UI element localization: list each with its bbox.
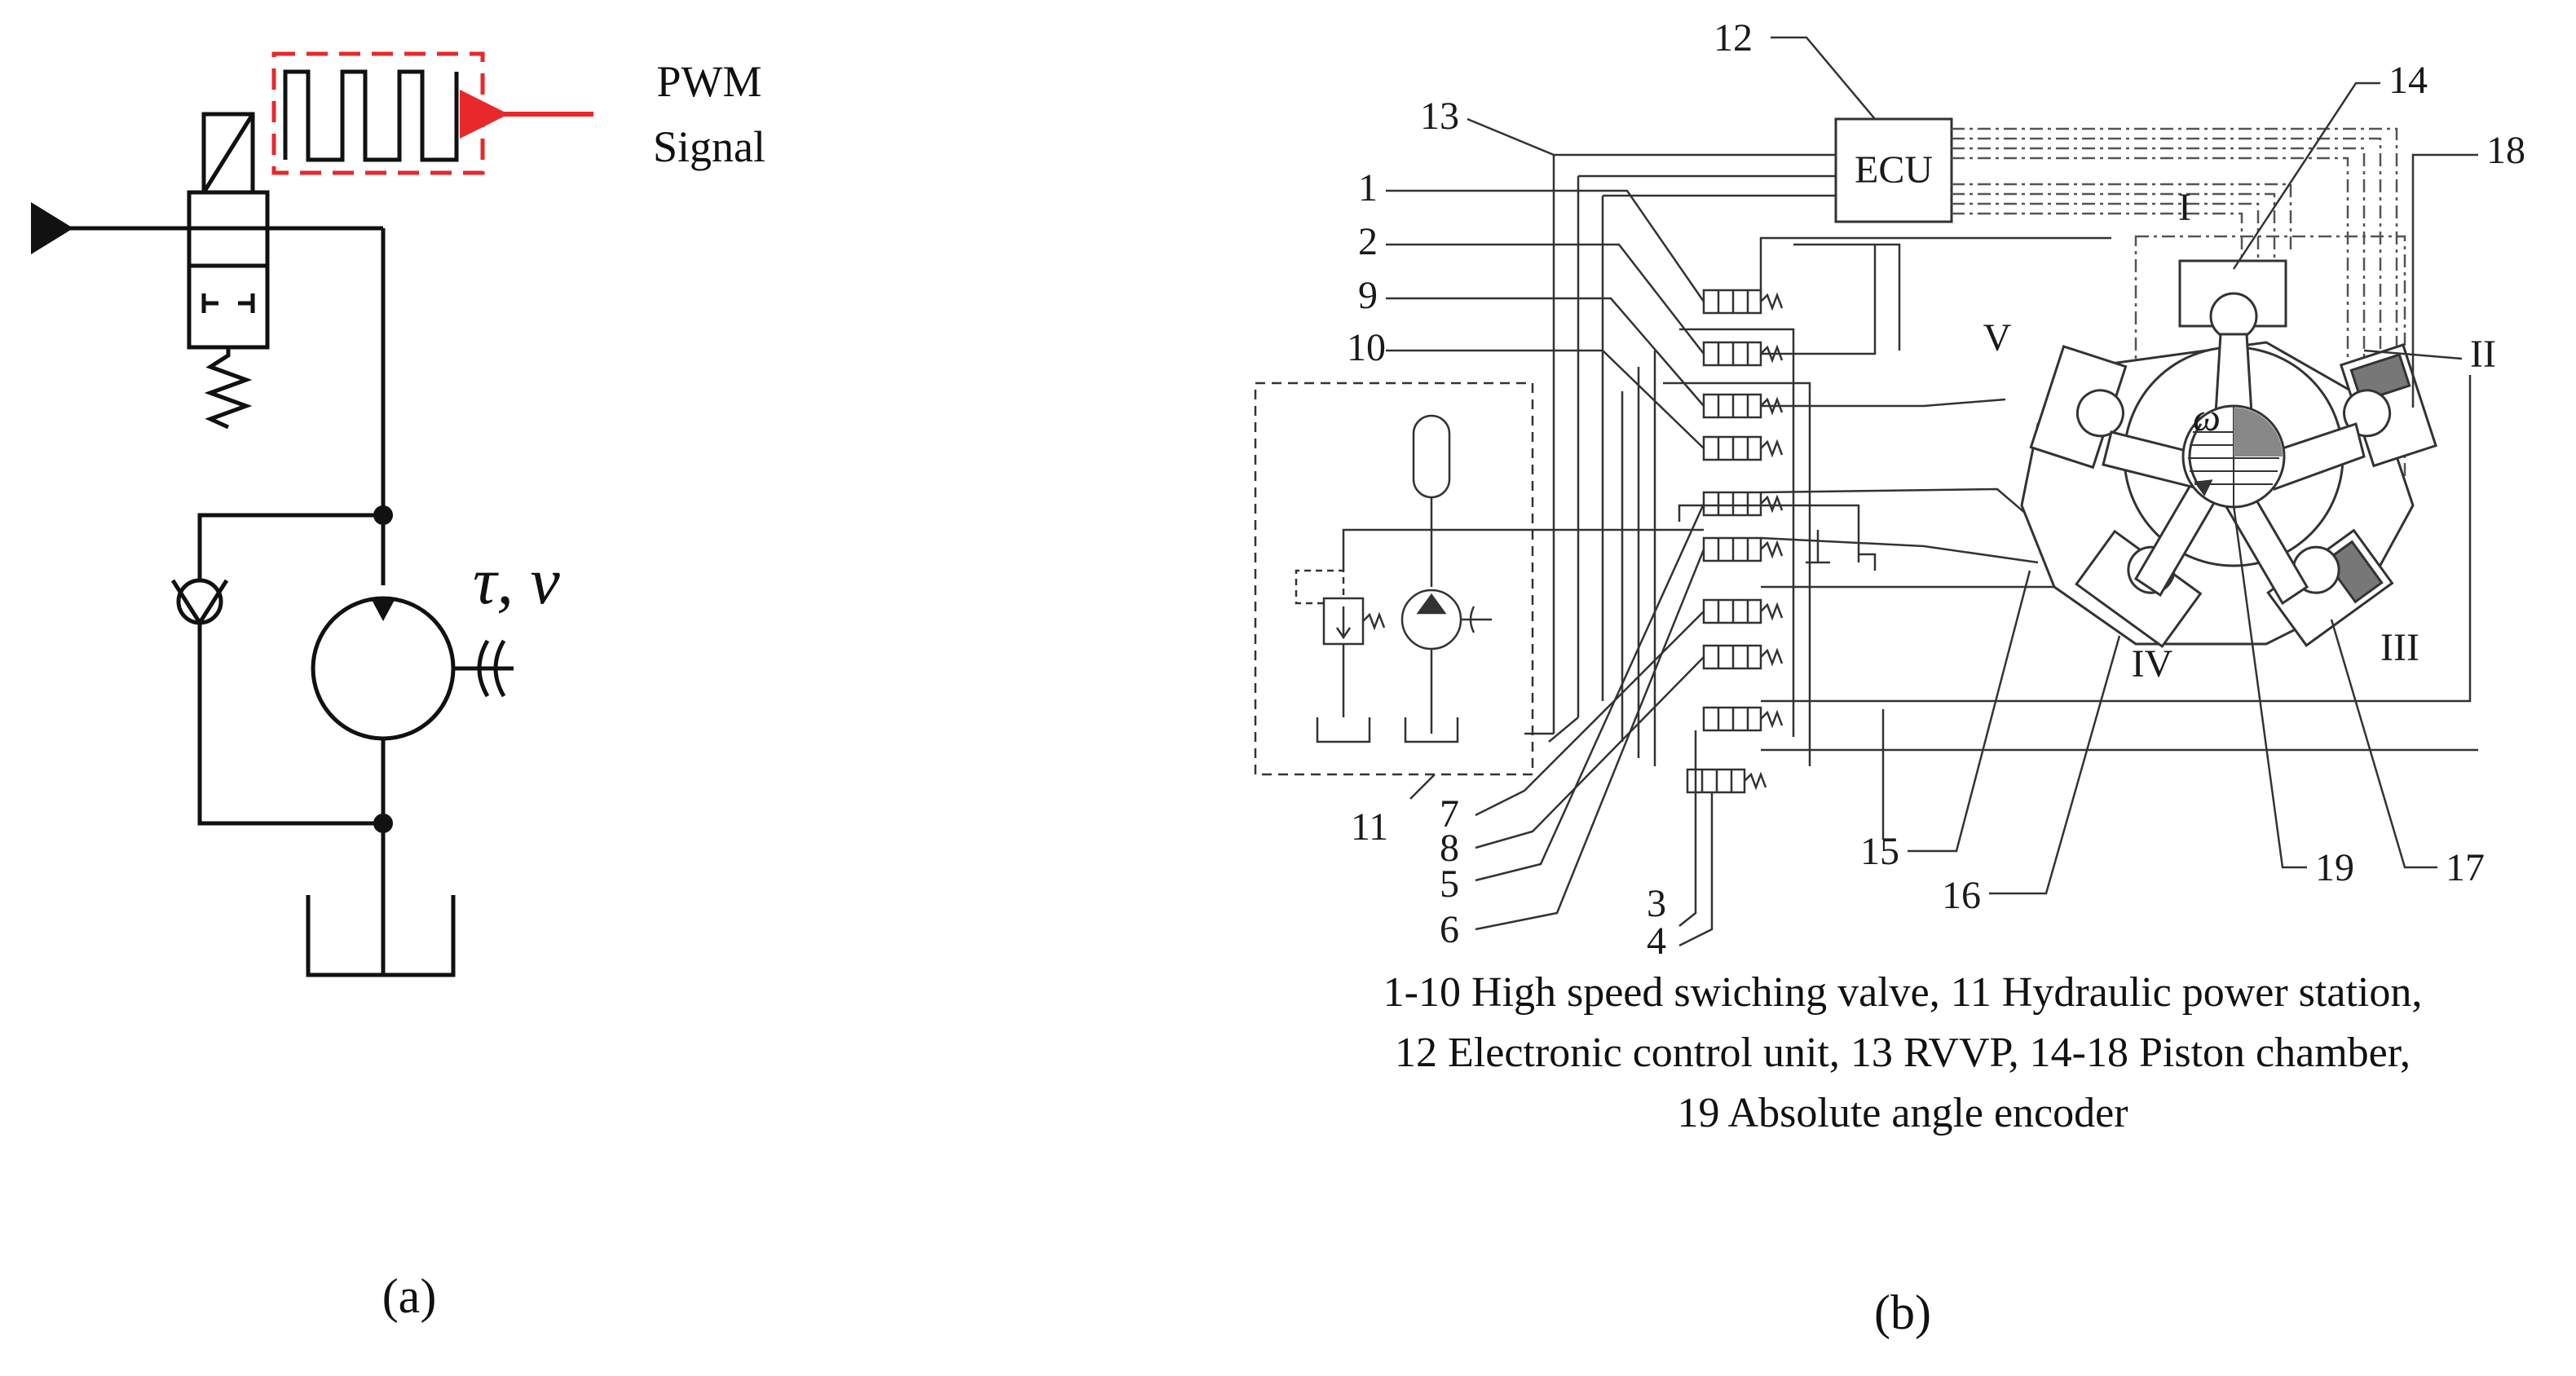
label-11: 11 (1351, 805, 1388, 849)
motor-direction-triangle-icon (372, 600, 395, 621)
label-9: 9 (1358, 274, 1378, 317)
valve-lower-position (187, 263, 270, 350)
valve-blocked-ports (201, 293, 255, 313)
label-omega: ω (2193, 396, 2221, 439)
panel-a (31, 51, 593, 977)
rotation-arrow-head-icon (2194, 479, 2213, 496)
valve-stack (1686, 289, 1784, 794)
label-17: 17 (2446, 846, 2485, 889)
bypass-loop (197, 513, 383, 826)
caption-a: (a) (382, 1269, 437, 1323)
label-14: 14 (2389, 59, 2428, 102)
label-4: 4 (1647, 920, 1666, 963)
legend-line-3: 19 Absolute angle encoder (1677, 1090, 2128, 1136)
connecting-rods (2102, 333, 2366, 606)
motor-tau-v-label: τ, v (473, 544, 560, 618)
valve-spring (204, 347, 253, 430)
hs-valve-4 (1686, 768, 1767, 794)
label-2: 2 (1358, 220, 1378, 263)
label-18: 18 (2486, 129, 2525, 172)
label-roman-I: I (2178, 186, 2191, 229)
ecu-box (1834, 117, 1953, 223)
label-15: 15 (1860, 830, 1899, 873)
hs-valve-9 (1702, 393, 1784, 419)
hs-valve-6 (1702, 536, 1784, 562)
label-13: 13 (1420, 95, 1459, 138)
caption-b: (b) (1874, 1286, 1931, 1339)
hs-valve-5 (1702, 491, 1784, 517)
label-12: 12 (1714, 16, 1753, 60)
piston-chamber-I (2178, 259, 2287, 341)
leader-lines (1386, 36, 2478, 947)
hs-valve-8 (1702, 644, 1784, 670)
panel-b (1254, 36, 2478, 947)
power-station-box (1254, 381, 1534, 776)
power-station-content (1295, 414, 1830, 743)
radial-piston-pump (2020, 259, 2437, 649)
motor-rotation-arc (477, 639, 490, 698)
ecu-label: ECU (1855, 148, 1933, 192)
label-1: 1 (1358, 166, 1378, 209)
legend-line-1: 1-10 High speed swiching valve, 11 Hydra… (1383, 969, 2423, 1016)
label-8: 8 (1440, 827, 1459, 870)
pwm-waveform (283, 69, 459, 162)
pwm-label-line2: Signal (653, 122, 765, 171)
label-roman-V: V (1983, 316, 2012, 359)
label-7: 7 (1440, 792, 1459, 836)
label-roman-II: II (2470, 333, 2496, 376)
hs-valve-10 (1702, 435, 1784, 461)
label-5: 5 (1440, 862, 1459, 906)
hs-valve-1 (1702, 289, 1784, 315)
check-valve-seat (170, 579, 229, 627)
label-roman-IV: IV (2132, 642, 2173, 686)
label-roman-III: III (2380, 626, 2419, 669)
solenoid-slash (201, 112, 255, 194)
label-19: 19 (2315, 846, 2354, 889)
pwm-label-line1: PWM (656, 57, 761, 106)
label-6: 6 (1440, 908, 1459, 951)
label-10: 10 (1347, 326, 1386, 369)
tank-icon (306, 895, 456, 977)
label-3: 3 (1647, 882, 1666, 925)
label-16: 16 (1942, 874, 1981, 917)
hs-valve-3 (1702, 706, 1784, 732)
hub-shade (2234, 408, 2283, 456)
piston-chamber-V (2029, 345, 2128, 470)
hs-valve-7 (1702, 598, 1784, 624)
motor-rotation-arc-2 (493, 639, 506, 698)
legend-line-2: 12 Electronic control unit, 13 RVVP, 14-… (1395, 1030, 2411, 1076)
